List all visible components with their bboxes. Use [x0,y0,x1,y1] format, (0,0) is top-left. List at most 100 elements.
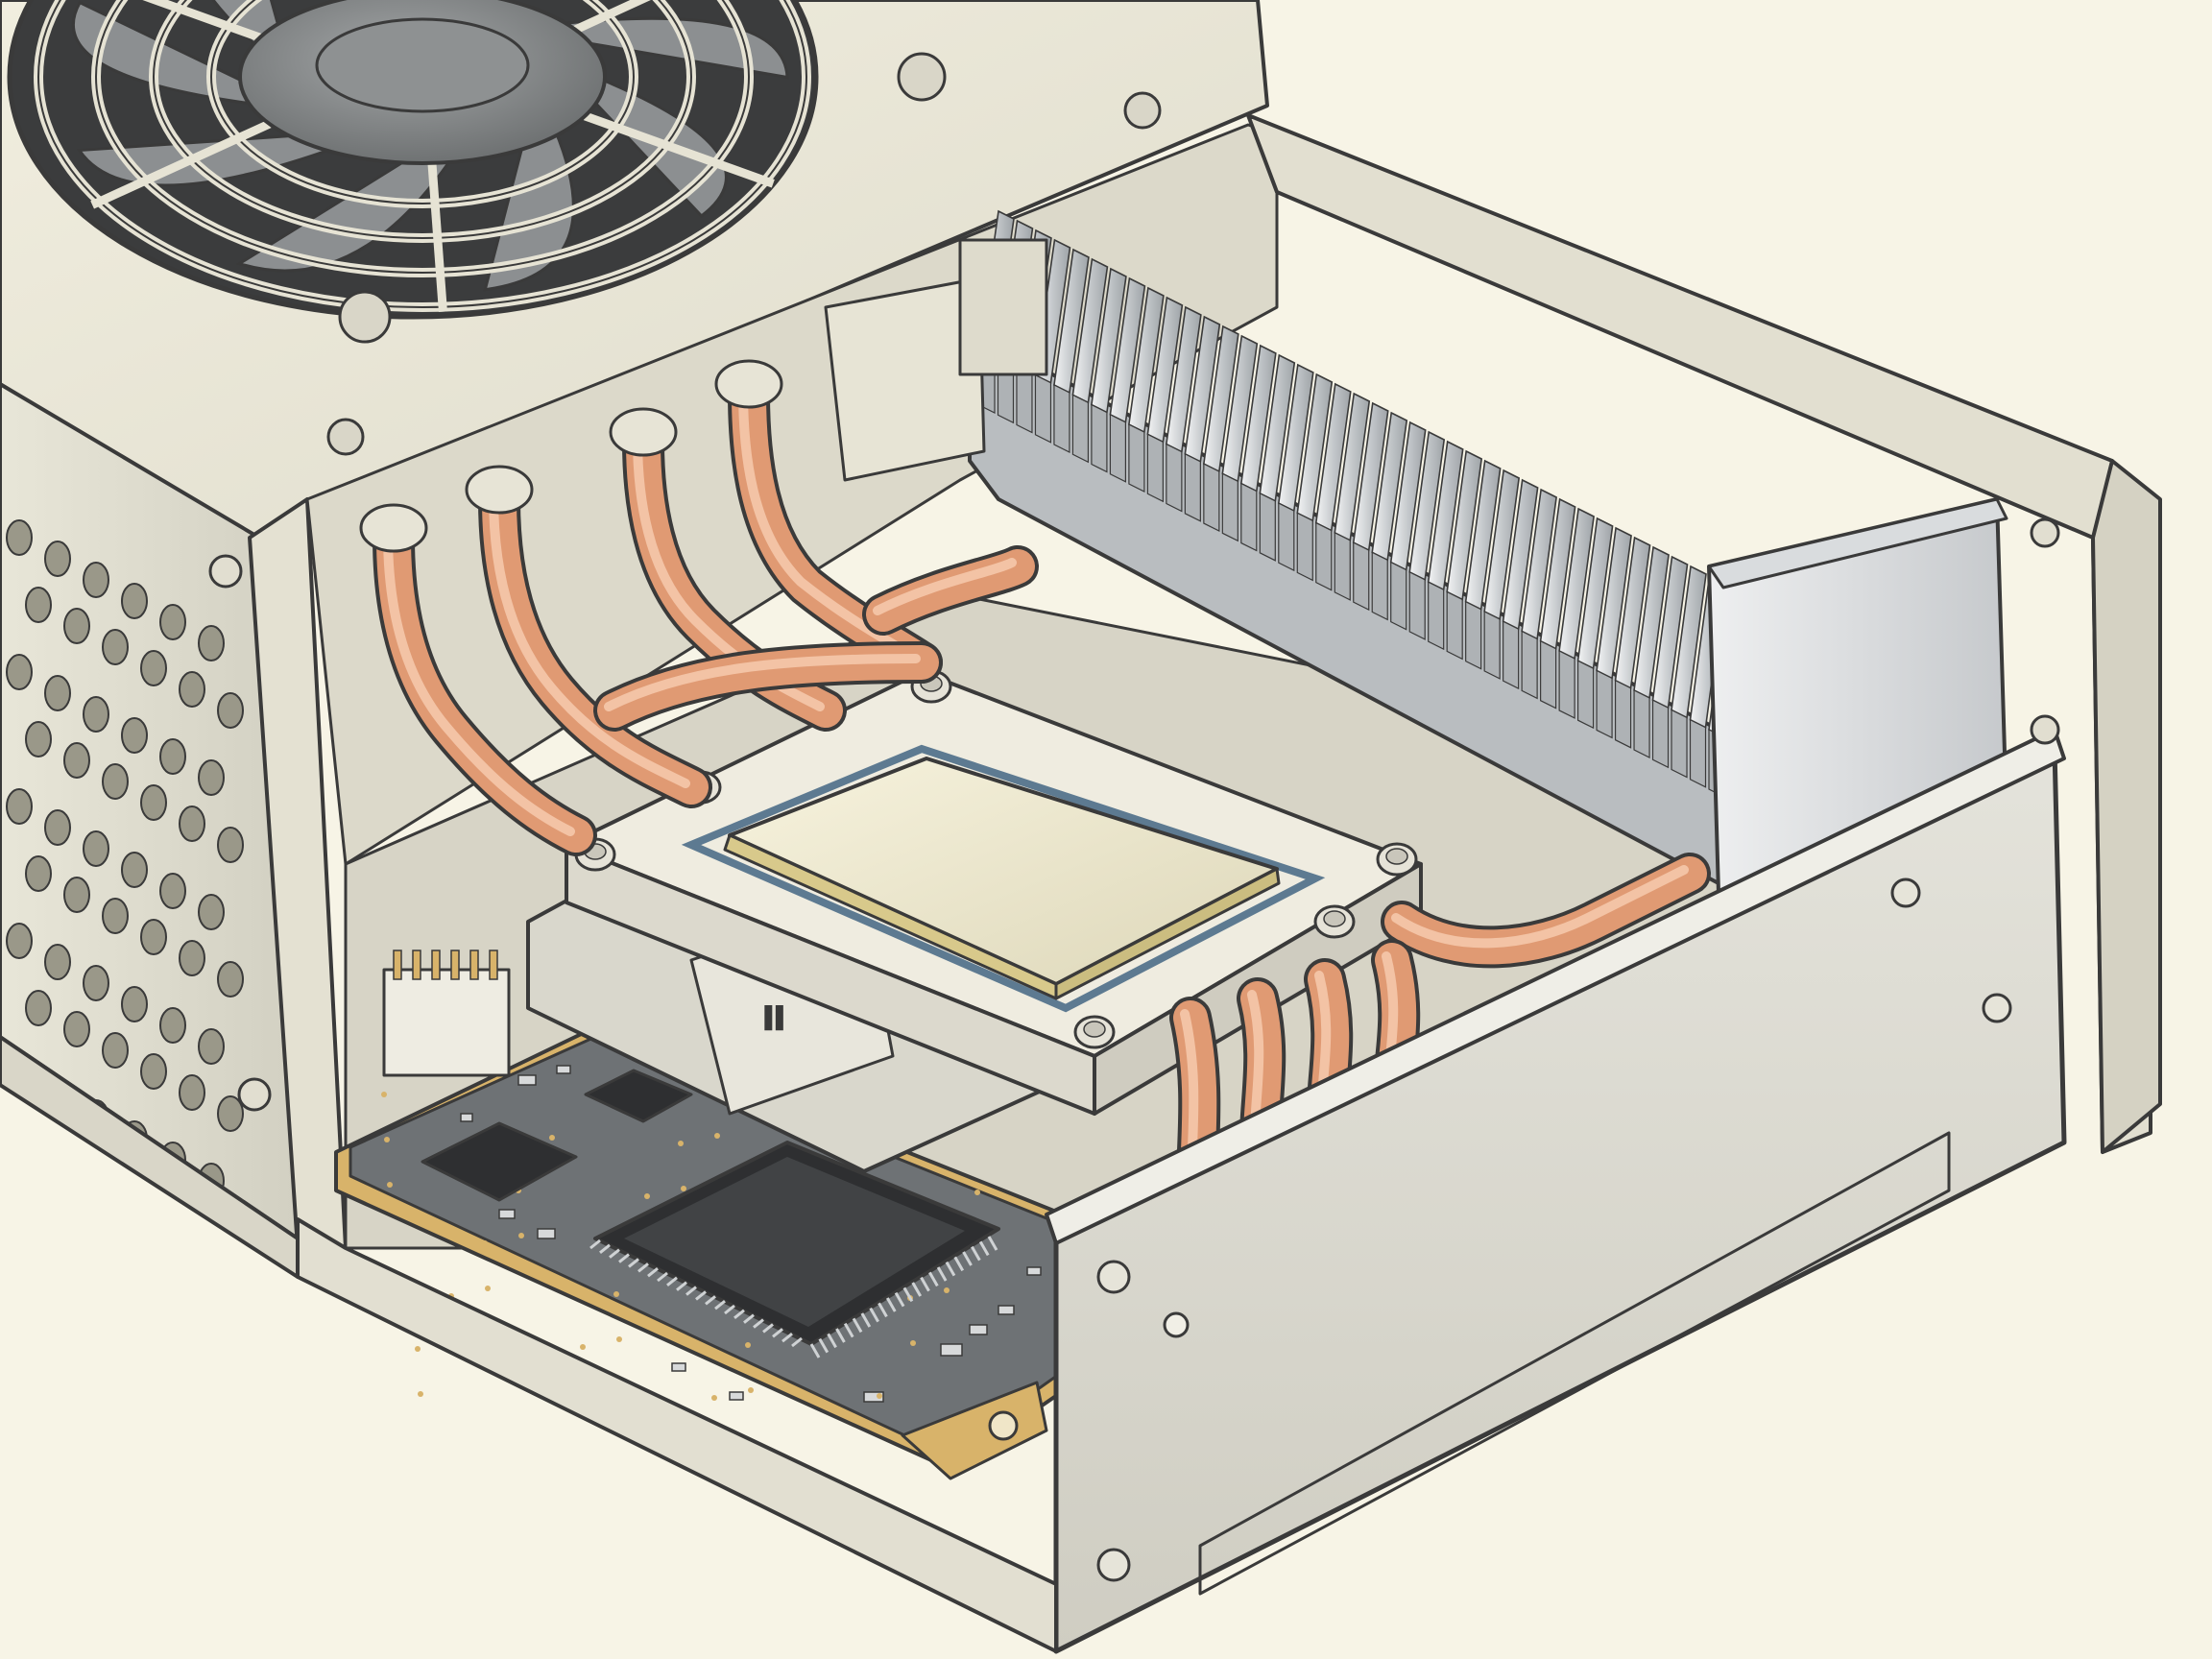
smd-component [940,1343,963,1357]
fan-guard-spoke [142,0,262,42]
front-panel-hole [1163,1311,1190,1338]
heatsink-fin-lower [1614,679,1632,749]
front-panel-recess [1198,1131,1951,1596]
cooling-fan [7,0,1162,456]
chip-pin [724,1304,735,1315]
vent-hole [140,1053,167,1090]
heatsink-fin-lower [1651,699,1670,769]
vent-hole [121,852,148,888]
heatsink-fin-lower [1146,433,1164,503]
chassis-screw [326,418,365,456]
pcb-via [482,1240,488,1246]
chip-pin [628,1258,639,1268]
vent-hole [102,629,129,665]
pipe-clamp [609,407,678,457]
pcb-via [613,1291,619,1297]
heatsink-fin-lower [1034,373,1052,444]
pcb-via [745,1342,751,1348]
pcb-via [711,1395,717,1401]
fan-guard [34,0,811,312]
pcb-via [678,1141,684,1146]
header-pin [489,950,498,980]
fan-guard-ring-outline [95,0,750,274]
heatsink-fin-lower [1128,423,1145,493]
pcb-via [518,1233,524,1238]
vent-hole [44,809,71,846]
controller-chip-icon [421,1121,578,1202]
header-pin [431,950,441,980]
chip-pin [695,1290,707,1301]
chip-pin [666,1276,678,1287]
vent-hole [63,1011,90,1047]
fan-guard-spoke [583,111,775,188]
vent-hole [102,898,129,934]
pcb-via [910,1340,916,1346]
chip-pin [911,1282,923,1297]
heatsink-fin-lower [1203,463,1220,533]
vent-hole [159,738,186,775]
pipe-clamp [714,359,783,409]
chip-pin [791,1336,803,1348]
chassis-front-panel [0,517,2067,1654]
vent-hole [198,1028,225,1065]
vent-hole [83,965,109,1001]
heatsink-fin-lower [1184,452,1201,522]
frame-screw-head [1083,1021,1106,1038]
vent-hole [198,625,225,661]
chip-pin [753,1318,764,1329]
chip-pin [772,1328,783,1338]
fan-hub-cap [315,17,530,113]
chip-pin [589,1238,601,1250]
chip-pin [637,1262,649,1273]
heatsink-fin-lower [1446,590,1463,661]
heatsink-fin-lower [1633,689,1650,758]
heatsink-fin-lower [1371,551,1388,621]
heatsink-fin-lower [1671,709,1688,779]
chip-pin [818,1337,830,1354]
vent-hole [6,788,33,825]
pcb-via [381,1092,387,1097]
vent-hole [159,604,186,640]
vent-hole [179,805,205,842]
front-panel-screw [1096,1260,1131,1294]
frame-screw-head [1323,910,1346,927]
vent-hole [25,855,52,892]
chip-pin [609,1248,620,1259]
vent-hole [217,1095,244,1132]
fan-screw [338,290,392,344]
cpu-seal-ring [681,744,1326,1013]
chassis-screw [2030,714,2060,745]
pcb-via [415,1346,421,1352]
chip-pin [835,1328,846,1343]
chip-pin [869,1307,879,1323]
latch-mark-icon: ⏸ [758,981,789,1052]
smd-component [498,1209,516,1219]
heat-pipe-highlight [738,385,921,663]
io-bracket-tab [958,238,1048,376]
smd-component [998,1305,1015,1315]
vent-hole [159,873,186,909]
vent-hole [217,827,244,863]
heatsink-fin-lower [1240,482,1258,552]
pcb-via [748,1387,754,1393]
vent-hole [140,919,167,955]
chip-pin [647,1266,659,1278]
chip-pin [599,1243,611,1255]
chip-pin [936,1266,948,1282]
chassis-left-bottom [0,1035,300,1279]
vent-hole [63,608,90,644]
chip-pin [885,1297,897,1312]
heatsink-fin-lower [1503,620,1520,690]
chip-pin [676,1281,687,1291]
vent-hole [83,696,109,733]
chip-pin [843,1322,854,1338]
pcb-mount-hole [988,1410,1019,1441]
heatsink-fin-lower [1428,581,1445,651]
heatsink-fin-lower [1689,718,1707,788]
heatsink-fin-lower [1408,570,1426,640]
smd-component [460,1113,473,1122]
vent-hole [63,742,90,779]
vent-hole [6,654,33,690]
vent-hole [63,877,90,913]
